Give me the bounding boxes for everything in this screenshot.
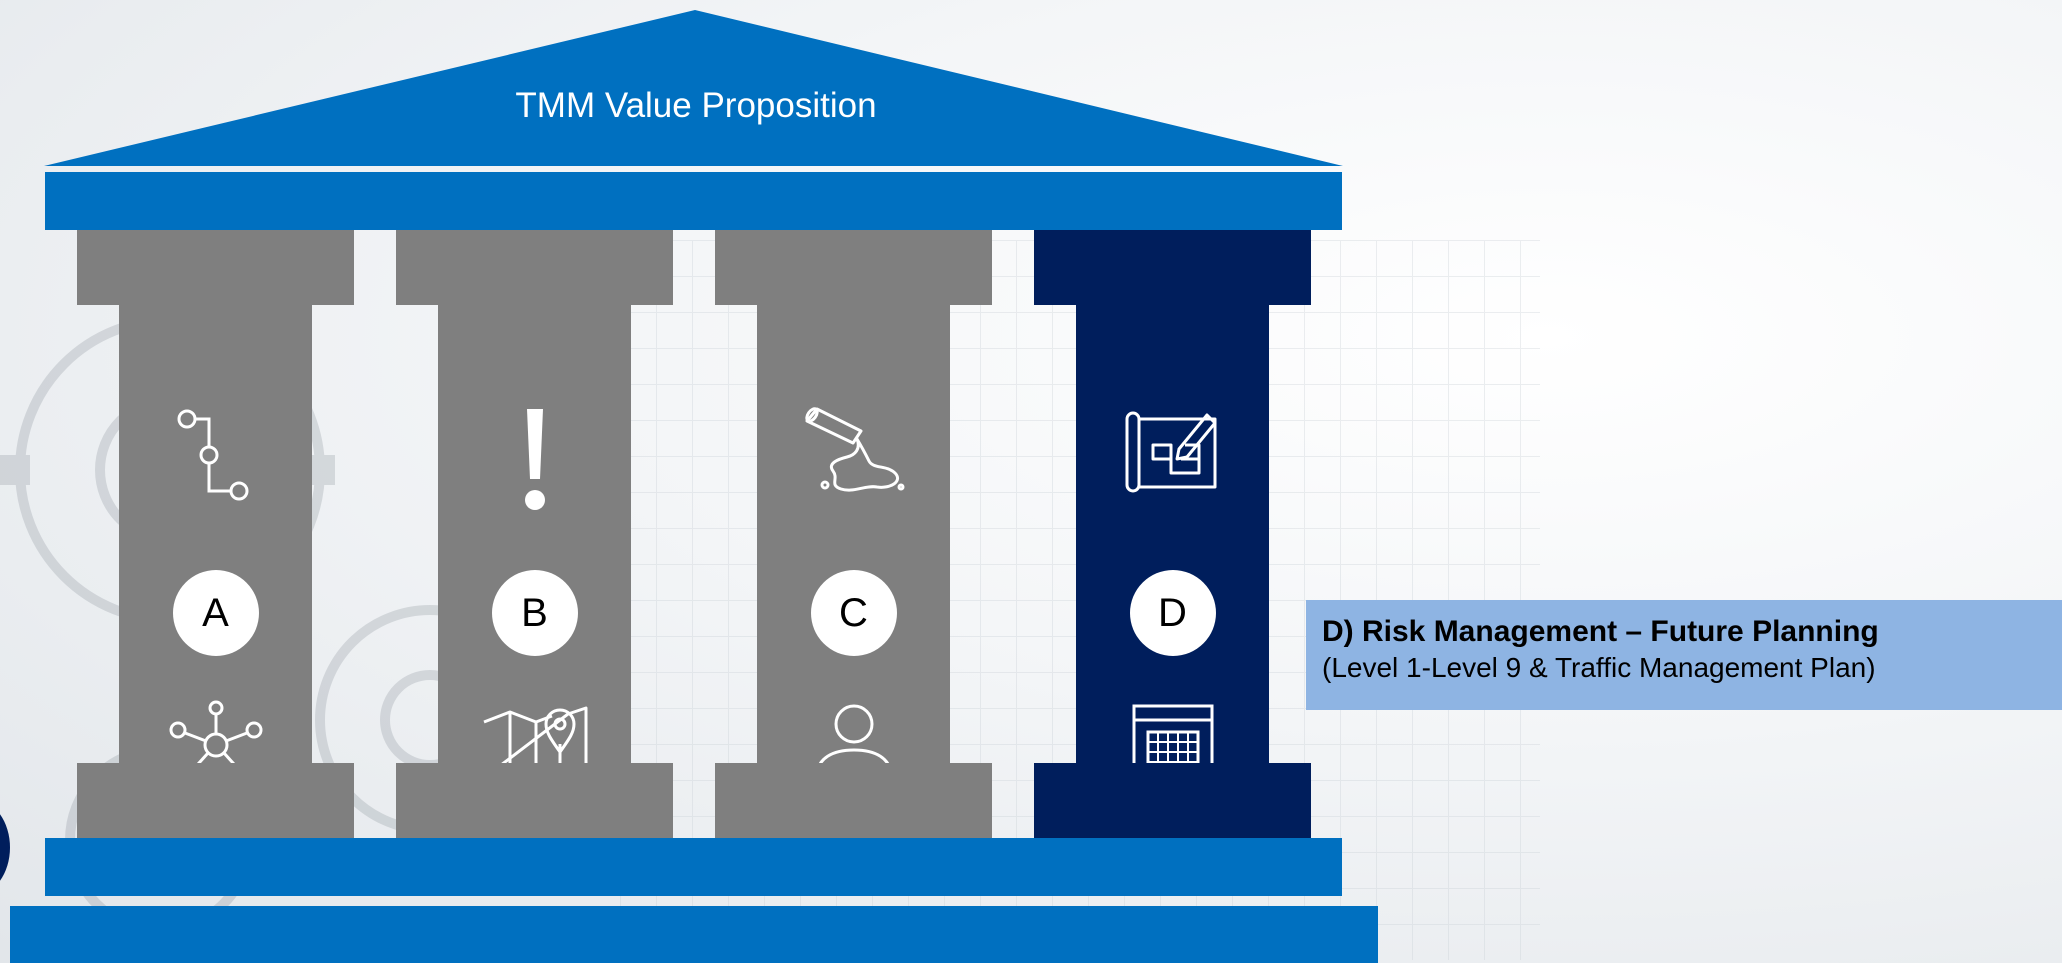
foundation xyxy=(10,906,1378,963)
route-path-icon xyxy=(177,409,248,501)
pillar-capital xyxy=(715,230,992,305)
callout-title: D) Risk Management – Future Planning xyxy=(1322,615,1879,648)
pillar-base xyxy=(77,763,354,838)
pillar-base xyxy=(396,763,673,838)
pillar-shaft: D xyxy=(1076,305,1269,786)
pillar-shaft: B xyxy=(438,305,631,790)
callout-box: D) Risk Management – Future Planning (Le… xyxy=(1306,600,2062,710)
bottom-beam xyxy=(45,838,1342,896)
pillar-base xyxy=(715,763,992,838)
callout-subtitle: (Level 1-Level 9 & Traffic Management Pl… xyxy=(1322,652,1876,683)
pillar-letter-badge: A xyxy=(172,570,259,656)
pillar-base xyxy=(1034,763,1311,838)
pillar-a: A xyxy=(77,230,354,838)
pillar-c: C xyxy=(715,230,992,838)
pillar-capital xyxy=(396,230,673,305)
edge-circle xyxy=(0,800,10,895)
pillar-shaft: C xyxy=(757,305,950,788)
roof-title: TMM Value Proposition xyxy=(515,86,877,125)
exclamation-icon xyxy=(524,409,545,510)
pillar-letter-badge: B xyxy=(491,570,578,656)
top-beam xyxy=(45,172,1342,230)
pillar-capital xyxy=(1034,230,1311,305)
pillar-letter-badge: C xyxy=(810,570,897,656)
pillar-d: D xyxy=(1034,230,1311,838)
map-pin-icon xyxy=(482,706,587,790)
pillar-b: B xyxy=(396,230,673,838)
pillar-shaft: A xyxy=(119,305,312,787)
pillar-letter-badge: D xyxy=(1129,570,1216,656)
pillar-capital xyxy=(77,230,354,305)
roof-triangle xyxy=(44,10,1343,166)
spill-icon xyxy=(804,407,904,492)
blueprint-icon xyxy=(1125,411,1216,493)
